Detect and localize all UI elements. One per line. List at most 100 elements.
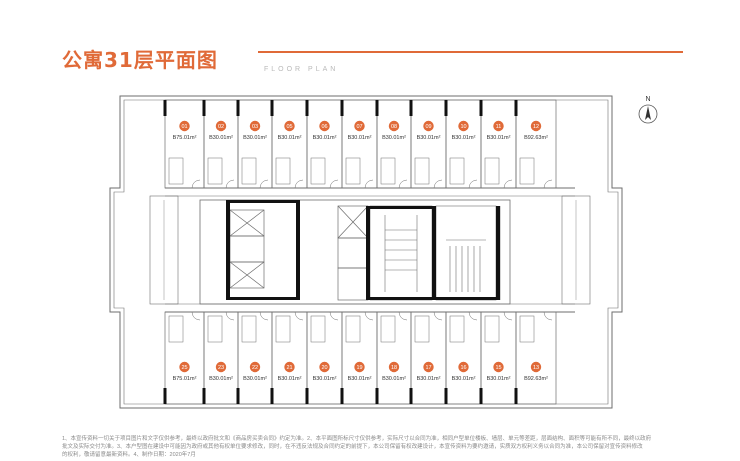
building-outline-inner [113, 99, 619, 405]
unit-number-badge [423, 120, 434, 132]
unit-number-badge [458, 361, 469, 373]
unit-area: B30.01m² [278, 376, 302, 382]
unit-number: 23 [218, 365, 224, 371]
unit-number-badge [388, 120, 400, 132]
bottom-unit-row: 25B75.01m²23B30.01m²22B30.01m²21B30.01m²… [163, 311, 557, 405]
title-rule [258, 51, 683, 53]
unit-area: B30.01m² [243, 376, 267, 382]
unit-number-badge [215, 361, 227, 373]
elevator-core-left [229, 209, 265, 289]
unit-number-badge [319, 361, 330, 373]
unit-number-badge [249, 361, 261, 373]
unit-area: B30.01m² [487, 376, 511, 382]
disclaimer-line-3: 的权利，敬请留意最新资料。4、制作日期：2020年7月 [62, 452, 196, 458]
unit-number-badge [319, 120, 330, 132]
stair-core-center [369, 205, 433, 301]
unit-area: B75.01m² [173, 135, 197, 141]
unit-number-badge [179, 120, 190, 132]
unit-number-badge [530, 120, 542, 132]
unit-area: B30.01m² [348, 376, 372, 382]
unit-area: B30.01m² [382, 376, 406, 382]
unit-area: B30.01m² [452, 376, 476, 382]
building-outline [109, 95, 623, 409]
unit-area: B30.01m² [209, 376, 233, 382]
unit-number: 05 [286, 124, 292, 130]
east-corridor [561, 195, 591, 305]
north-arrow-icon [638, 104, 658, 124]
unit-area: B30.01m² [278, 135, 302, 141]
unit-number-badge [284, 120, 295, 132]
unit-number: 12 [533, 124, 539, 130]
unit-area: B30.01m² [313, 376, 337, 382]
unit-number: 06 [321, 124, 327, 130]
unit-number-badge [215, 120, 227, 132]
unit-number: 03 [252, 124, 258, 130]
unit-number-badge [179, 361, 190, 373]
unit-number: 01 [181, 124, 187, 130]
unit-number: 07 [356, 124, 362, 130]
unit-area: B30.01m² [452, 135, 476, 141]
unit-number: 17 [425, 365, 431, 371]
unit-area: B30.01m² [382, 135, 406, 141]
unit-area: B30.01m² [243, 135, 267, 141]
disclaimer: 1、本宣传资料一切关于项目图片和文字仅供参考，最终以政府批文和《商品房买卖合同》… [62, 435, 692, 459]
unit-number-badge [388, 361, 400, 373]
unit-number-badge [354, 361, 365, 373]
unit-number: 21 [286, 365, 292, 371]
unit-number: 19 [356, 365, 362, 371]
west-corridor [149, 195, 179, 305]
north-label: N [645, 96, 650, 103]
disclaimer-line-2: 批文及实际交付为准。3、本户型图在建设中可能因为政府或其他有权单位要求修改，同时… [62, 444, 643, 450]
unit-area: B30.01m² [417, 376, 441, 382]
central-core-outline [199, 199, 511, 305]
stair-core-right [435, 205, 501, 301]
unit-number-badge [423, 361, 434, 373]
unit-number: 10 [460, 124, 466, 130]
floor-plan-label: FLOOR PLAN [264, 66, 339, 73]
unit-number: 18 [391, 365, 397, 371]
unit-number: 16 [460, 365, 466, 371]
unit-number: 02 [218, 124, 224, 130]
unit-number: 08 [391, 124, 397, 130]
unit-number-badge [493, 361, 504, 373]
top-unit-row: 01B75.01m²02B30.01m²03B30.01m²05B30.01m²… [163, 99, 557, 189]
unit-area: B30.01m² [313, 135, 337, 141]
unit-number: 13 [533, 365, 539, 371]
unit-number: 20 [321, 365, 327, 371]
unit-area: B30.01m² [487, 135, 511, 141]
page-title: 公寓31层平面图 [62, 48, 218, 72]
disclaimer-line-1: 1、本宣传资料一切关于项目图片和文字仅供参考，最终以政府批文和《商品房买卖合同》… [62, 436, 652, 442]
unit-area: B92.63m² [524, 135, 548, 141]
unit-area: B30.01m² [417, 135, 441, 141]
unit-number: 11 [496, 124, 502, 130]
unit-area: B75.01m² [173, 376, 197, 382]
unit-number: 22 [252, 365, 258, 371]
unit-number-badge [284, 361, 295, 373]
unit-number: 25 [181, 365, 187, 371]
unit-number: 15 [495, 365, 501, 371]
unit-area: B30.01m² [348, 135, 372, 141]
unit-number-badge [249, 120, 261, 132]
unit-number-badge [530, 361, 542, 373]
unit-area: B30.01m² [209, 135, 233, 141]
